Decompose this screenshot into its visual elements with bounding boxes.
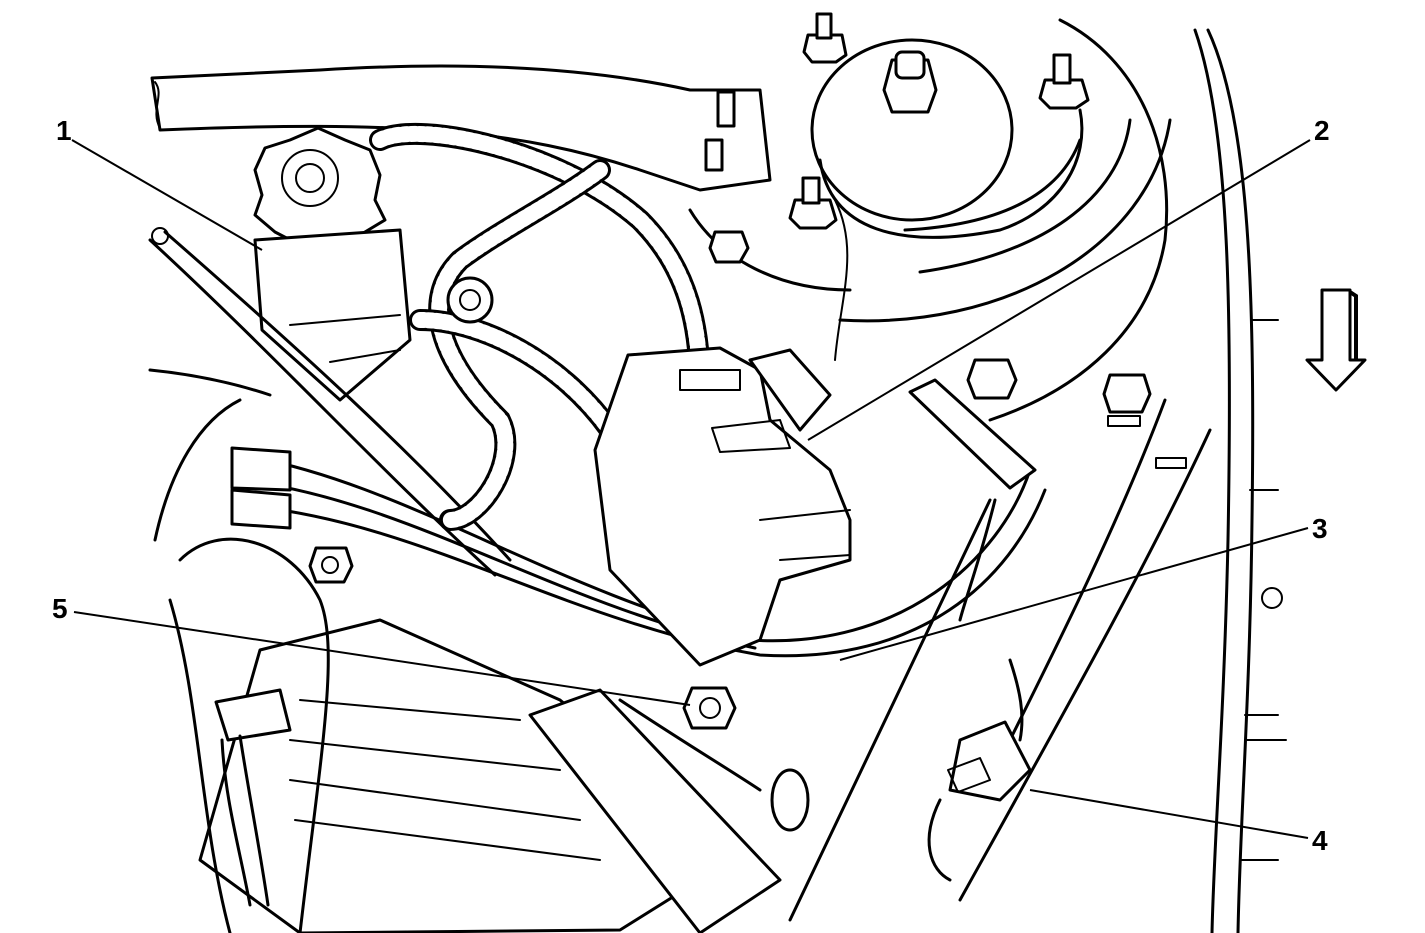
lower-driveline: [168, 537, 810, 933]
reservoir-cap: [253, 126, 412, 402]
mounting-bracket: [788, 378, 1212, 922]
leader-5: [73, 611, 691, 706]
callout-5: 5: [52, 593, 68, 624]
fender-frame: [1193, 28, 1287, 933]
sensor-boss: [446, 276, 494, 324]
connector-body: [593, 346, 852, 667]
line-clip: [214, 688, 292, 907]
strut-tower: [688, 18, 1172, 422]
callout-1: 1: [56, 115, 72, 146]
leader-2: [807, 139, 1311, 441]
strut-nut-center: [882, 50, 938, 114]
strut-stud-1: [802, 12, 848, 64]
strut-stud-3: [788, 176, 838, 230]
strut-nut-4: [708, 230, 750, 264]
leader-1: [71, 139, 263, 251]
callout-4: 4: [1312, 825, 1328, 856]
down-arrow-icon: [1305, 288, 1367, 392]
leader-3: [839, 527, 1309, 661]
mounting-bolt: [682, 686, 737, 730]
sensor-connector: [927, 658, 1032, 882]
callout-3: 3: [1312, 513, 1328, 544]
strut-stud-2: [1038, 53, 1090, 110]
brace-stud-1: [704, 90, 736, 172]
callout-2: 2: [1314, 115, 1330, 146]
mount-nut-right-2: [1102, 373, 1187, 469]
leader-4: [1029, 789, 1309, 839]
leader-lines: [71, 139, 1311, 839]
small-nut-left: [308, 546, 354, 584]
wiring-harness: [369, 122, 711, 531]
mount-nut-right-1: [966, 358, 1018, 400]
